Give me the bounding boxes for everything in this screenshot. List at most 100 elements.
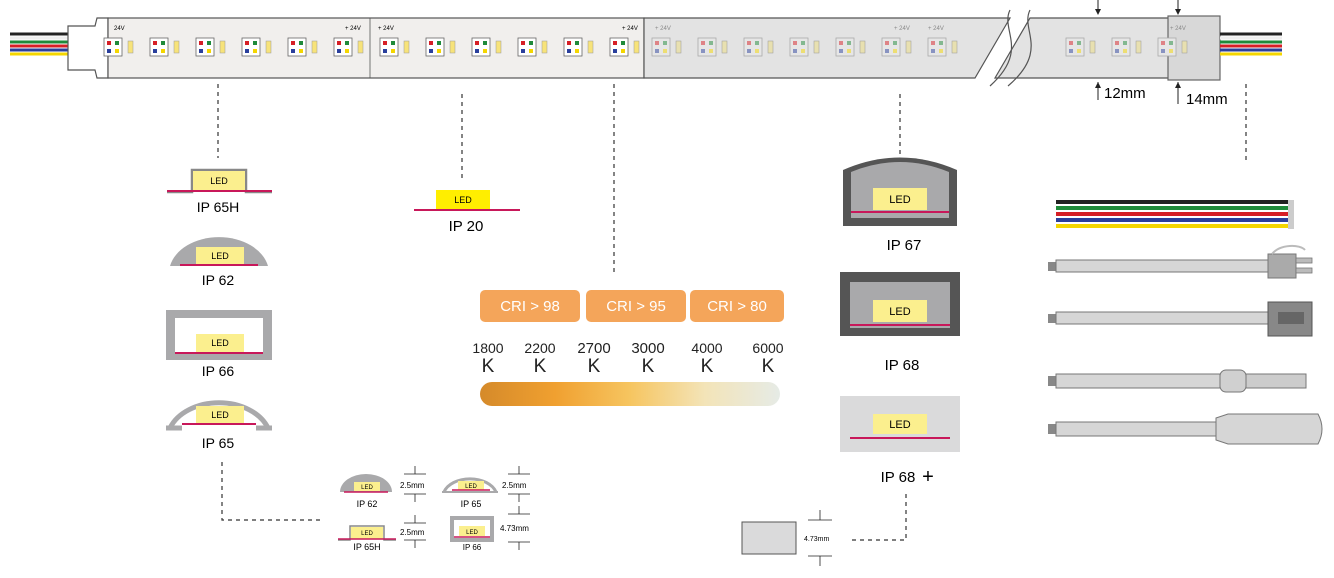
led-chip (1111, 37, 1142, 57)
small-ip65h-label: IP 65H (353, 542, 380, 552)
led-strip: 24V + 24V + 24V + 24V + 24V + 24V + 24V … (10, 9, 1282, 87)
small-dimensions (404, 466, 530, 550)
dc-female-connector (1048, 413, 1323, 445)
small-ip62-label: IP 62 (357, 499, 378, 509)
voltage-label: 24V (114, 26, 125, 32)
led-chip (195, 37, 226, 57)
voltage-label: + 24V (622, 26, 638, 32)
led-label: LED (211, 251, 229, 261)
thickness-label: 2.5mm (400, 528, 425, 537)
small-ip65-label: IP 65 (461, 499, 482, 509)
led-chip (697, 37, 728, 57)
right-end-cap (1167, 15, 1221, 81)
led-chip (103, 37, 134, 57)
right-wires (1220, 32, 1282, 56)
ip65h-label: IP 65H (197, 199, 240, 215)
bare-strip (107, 17, 645, 79)
profile-ip67: LED IP 67 (843, 157, 957, 254)
thickness-label: 2.5mm (400, 481, 425, 490)
profile-ip68: LED IP 68 (840, 272, 960, 374)
dc-male-connector (1048, 369, 1307, 393)
ip68plus-label: IP 68 (881, 469, 916, 486)
profile-ip65h: LED IP 65H (167, 168, 272, 215)
led-label: LED (454, 195, 472, 205)
voltage-label: + 24V (655, 26, 671, 32)
left-end-cap (67, 17, 109, 79)
led-chip (241, 37, 272, 57)
male-clip-connector (1048, 244, 1313, 279)
strip-width-label: 12mm (1104, 85, 1146, 102)
led-label: LED (211, 410, 229, 420)
small-profile-ip65h: LED IP 65H (338, 525, 396, 552)
cri-98-badge: CRI > 98 (480, 290, 580, 322)
led-label: LED (210, 176, 228, 186)
left-wires (10, 32, 70, 56)
thickness-label: 4.73mm (500, 524, 529, 533)
color-temperature-gradient (480, 382, 780, 406)
ip67-label: IP 67 (887, 237, 922, 254)
profile-ip66: LED IP 66 (166, 310, 272, 379)
svg-text:LED: LED (465, 484, 477, 490)
thickness-label: 4.73mm (804, 536, 829, 543)
connector-width-label: 14mm (1186, 91, 1228, 108)
ip68-label: IP 68 (885, 357, 920, 374)
led-chip (517, 37, 548, 57)
led-chip (1065, 37, 1096, 57)
profile-ip65: LED IP 65 (166, 400, 272, 451)
svg-text:LED: LED (889, 306, 910, 318)
small-profile-ip65: LED IP 65 (442, 477, 498, 509)
female-clip-connector (1048, 301, 1313, 337)
small-gray-profile: 4.73mm (741, 510, 832, 566)
wire-bundle (1056, 200, 1294, 229)
led-chip (609, 37, 640, 57)
ip20-label: IP 20 (449, 218, 484, 235)
led-chip (333, 37, 364, 57)
led-chips (103, 37, 1188, 57)
profile-ip68plus: LED IP 68 + (840, 396, 960, 488)
led-chip (651, 37, 682, 57)
voltage-label: + 24V (928, 26, 944, 32)
led-chip (425, 37, 456, 57)
svg-text:LED: LED (361, 485, 373, 491)
ip65-label: IP 65 (202, 435, 235, 451)
svg-text:LED: LED (889, 419, 910, 431)
led-chip (379, 37, 410, 57)
led-chip (563, 37, 594, 57)
leader-lines (217, 84, 1247, 541)
ip62-label: IP 62 (202, 272, 235, 288)
cut-line-2 (1007, 9, 1032, 87)
led-chip (471, 37, 502, 57)
led-chip (835, 37, 866, 57)
voltage-label: + 24V (1170, 26, 1186, 32)
small-ip66-label: IP 66 (463, 543, 482, 552)
led-label: LED (211, 338, 229, 348)
cri-95-badge: CRI > 95 (586, 290, 686, 322)
led-chip (287, 37, 318, 57)
led-chip (743, 37, 774, 57)
small-profile-ip66: LED IP 66 (450, 516, 494, 552)
led-chip (789, 37, 820, 57)
coated-strip (643, 17, 1012, 79)
cut-line-1 (989, 9, 1013, 87)
thickness-label: 2.5mm (502, 481, 527, 490)
led-chip (149, 37, 180, 57)
svg-text:LED: LED (466, 530, 478, 536)
plus-sign: + (922, 466, 934, 488)
svg-text:LED: LED (361, 531, 373, 537)
strip-width-dimension: 12mm 14mm (1095, 0, 1228, 108)
cri-80-badge: CRI > 80 (690, 290, 784, 322)
ip66-label: IP 66 (202, 363, 235, 379)
led-chip (881, 37, 912, 57)
profile-ip20: LED IP 20 (414, 190, 520, 235)
led-chip (1157, 37, 1188, 57)
voltage-label: + 24V (345, 26, 361, 32)
profile-ip62: LED IP 62 (170, 237, 268, 288)
svg-text:LED: LED (889, 194, 910, 206)
